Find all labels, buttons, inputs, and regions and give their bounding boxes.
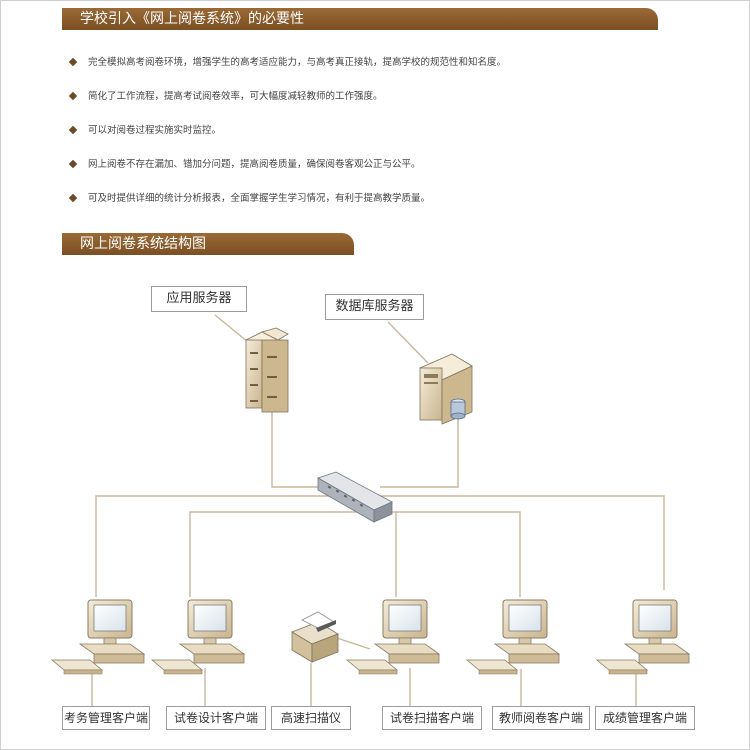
section-title: 学校引入《网上阅卷系统》的必要性: [80, 11, 304, 27]
database-server-icon: [419, 353, 473, 425]
client-label-score-management: 成绩管理客户端: [595, 706, 695, 730]
client-label-teacher-grading: 教师阅卷客户端: [492, 706, 590, 730]
client-label-exam-admin: 考务管理客户端: [62, 706, 150, 730]
list-item: 网上阅卷不存在漏加、错加分问题，提高阅卷质量，确保阅卷客观公正与公平。: [68, 158, 710, 192]
computer-icon: [51, 599, 145, 675]
db-server-label: 数据库服务器: [325, 294, 424, 320]
client-label-scanner: 高速扫描仪: [271, 706, 351, 730]
section-header-necessity: 学校引入《网上阅卷系统》的必要性: [62, 8, 658, 30]
list-item: 可以对阅卷过程实施实时监控。: [68, 124, 710, 158]
connector-lines: [91, 314, 665, 706]
list-item: 完全模拟高考阅卷环境，增强学生的高考适应能力，与高考真正接轨，提高学校的规范性和…: [68, 56, 710, 90]
computer-icon: [151, 599, 245, 675]
client-label-paper-design: 试卷设计客户端: [166, 706, 266, 730]
network-switch-icon: [317, 471, 393, 523]
server-rack-icon: [245, 327, 289, 413]
computer-icon: [346, 599, 440, 675]
scanner-icon: [291, 611, 339, 663]
app-server-label: 应用服务器: [151, 286, 247, 312]
section-header-architecture: 网上阅卷系统结构图: [62, 233, 354, 255]
list-item: 简化了工作流程，提高考试阅卷效率，可大幅度减轻教师的工作强度。: [68, 90, 710, 124]
computer-icon: [466, 599, 560, 675]
bullet-list: 完全模拟高考阅卷环境，增强学生的高考适应能力，与高考真正接轨，提高学校的规范性和…: [68, 56, 710, 226]
client-label-paper-scan: 试卷扫描客户端: [382, 706, 482, 730]
computer-icon: [596, 599, 690, 675]
list-item: 可及时提供详细的统计分析报表，全面掌握学生学习情况，有利于提高教学质量。: [68, 192, 710, 226]
section-title: 网上阅卷系统结构图: [80, 236, 206, 252]
